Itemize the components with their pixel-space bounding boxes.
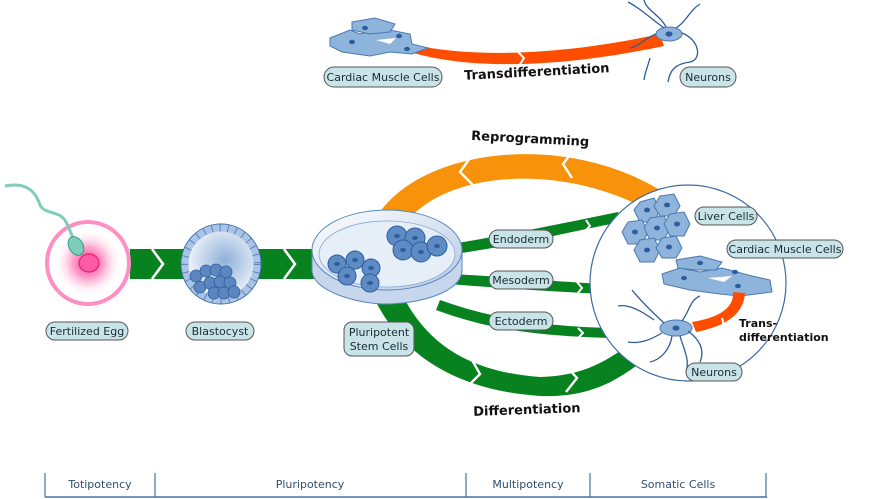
fertilized-egg-icon bbox=[4, 183, 131, 306]
top-cardiac-cells-icon bbox=[329, 17, 430, 57]
somatic-cells-circle bbox=[589, 184, 787, 382]
top-neuron-icon bbox=[627, 0, 701, 83]
somatic-transdiff-arrow bbox=[692, 292, 745, 333]
top-transdifferentiation: Cardiac Muscle Cells Transdifferentiatio… bbox=[323, 0, 737, 88]
fertilized-egg-label: Fertilized Egg bbox=[50, 325, 124, 338]
ectoderm-label: Ectoderm bbox=[495, 315, 548, 328]
cardiac-muscle-cells-icon bbox=[661, 255, 773, 297]
fertilized-egg-pill: Fertilized Egg bbox=[45, 321, 129, 341]
differentiation-arrow bbox=[375, 300, 650, 397]
endoderm-pill: Endoderm bbox=[488, 229, 554, 249]
somatic-cardiac-label: Cardiac Muscle Cells bbox=[729, 243, 842, 256]
mesoderm-pill: Mesoderm bbox=[488, 270, 554, 290]
top-transdifferentiation-label: Transdifferentiation bbox=[464, 61, 610, 84]
endoderm-label: Endoderm bbox=[493, 233, 549, 246]
ectoderm-pill: Ectoderm bbox=[488, 311, 554, 331]
somatic-neuron-icon bbox=[617, 289, 703, 373]
stem-cells-pill: Pluripotent Stem Cells bbox=[343, 321, 415, 357]
potency-multipotency: Multipotency bbox=[492, 478, 564, 491]
liver-cells-pill: Liver Cells bbox=[694, 206, 758, 226]
blastocyst-pill: Blastocyst bbox=[185, 321, 255, 341]
blastocyst-icon bbox=[180, 223, 262, 305]
differentiation-label: Differentiation bbox=[473, 401, 581, 420]
somatic-cardiac-pill: Cardiac Muscle Cells bbox=[726, 239, 844, 259]
potency-somatic-cells: Somatic Cells bbox=[641, 478, 716, 491]
somatic-trans-label-line1: Trans- bbox=[739, 317, 777, 330]
somatic-neurons-label: Neurons bbox=[691, 366, 737, 379]
top-neurons-label: Neurons bbox=[685, 71, 731, 84]
top-arrow-chevron bbox=[517, 51, 526, 67]
somatic-trans-label-line2: differentiation bbox=[739, 331, 829, 344]
somatic-neurons-pill: Neurons bbox=[685, 362, 743, 382]
reprogramming-arrow bbox=[378, 150, 660, 228]
top-transdiff-arrow bbox=[410, 34, 664, 65]
top-cardiac-pill: Cardiac Muscle Cells bbox=[323, 66, 443, 88]
top-cardiac-label: Cardiac Muscle Cells bbox=[327, 71, 440, 84]
liver-cells-label: Liver Cells bbox=[698, 210, 755, 223]
mesoderm-label: Mesoderm bbox=[492, 274, 550, 287]
potency-bar: Totipotency Pluripotency Multipotency So… bbox=[44, 473, 767, 498]
petri-dish-icon bbox=[311, 209, 463, 305]
stem-cells-label-line1: Pluripotent bbox=[349, 326, 410, 339]
liver-cells-icon bbox=[621, 193, 691, 263]
stem-cells-label-line2: Stem Cells bbox=[350, 340, 409, 353]
blastocyst-label: Blastocyst bbox=[192, 325, 249, 338]
reprogramming-label: Reprogramming bbox=[471, 129, 590, 150]
top-neurons-pill: Neurons bbox=[679, 66, 737, 88]
potency-totipotency: Totipotency bbox=[67, 478, 132, 491]
potency-pluripotency: Pluripotency bbox=[276, 478, 345, 491]
